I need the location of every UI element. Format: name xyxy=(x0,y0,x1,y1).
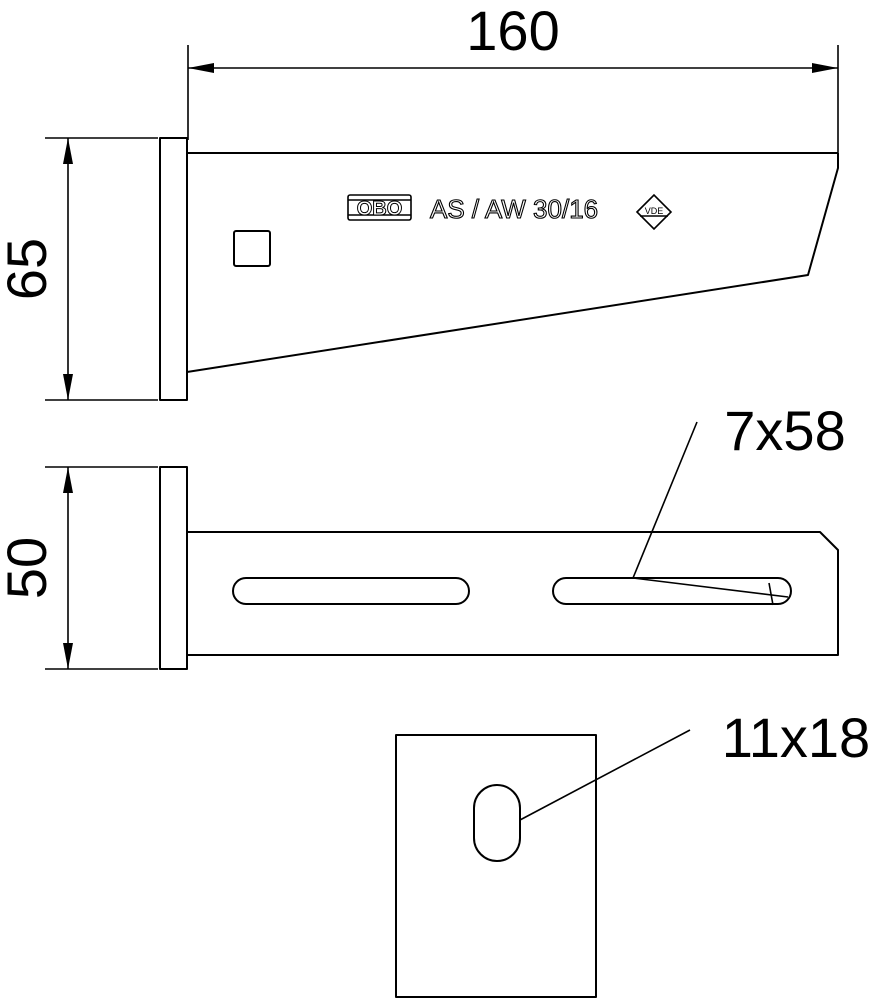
width-dimension: 160 xyxy=(187,0,839,152)
height-dimension-65: 65 xyxy=(0,137,158,401)
vde-mark-text: VDE xyxy=(645,206,664,216)
plate-hole-leader xyxy=(519,729,691,821)
slot-left xyxy=(232,577,470,605)
square-hole xyxy=(233,230,271,267)
obo-logo: OBO xyxy=(347,194,412,221)
wall-plate-side xyxy=(159,466,188,670)
bracket-arm-top xyxy=(186,152,839,373)
height-dimension-50: 50 xyxy=(0,466,158,670)
slot-dimension-label: 7x58 xyxy=(724,399,845,462)
vde-mark-icon: VDE xyxy=(635,193,673,231)
bracket-arm-side xyxy=(186,531,839,656)
product-marking: AS / AW 30/16 xyxy=(430,194,598,224)
side-view: 7x58 50 xyxy=(0,399,846,670)
slot-right xyxy=(552,577,792,605)
plate-view: 11x18 xyxy=(395,706,870,998)
wall-plate-top xyxy=(159,137,188,401)
plate-slot-hole xyxy=(473,784,521,862)
top-view: 160 OBO AS / AW 30/16 VDE xyxy=(0,0,839,401)
height-dimension-65-label: 65 xyxy=(0,238,58,300)
width-dimension-label: 160 xyxy=(466,0,559,62)
height-dimension-50-label: 50 xyxy=(0,537,58,599)
obo-logo-text: OBO xyxy=(357,198,403,220)
plate-hole-dimension-label: 11x18 xyxy=(722,706,870,769)
wall-plate-front xyxy=(395,734,597,998)
slot-leader xyxy=(632,421,789,606)
